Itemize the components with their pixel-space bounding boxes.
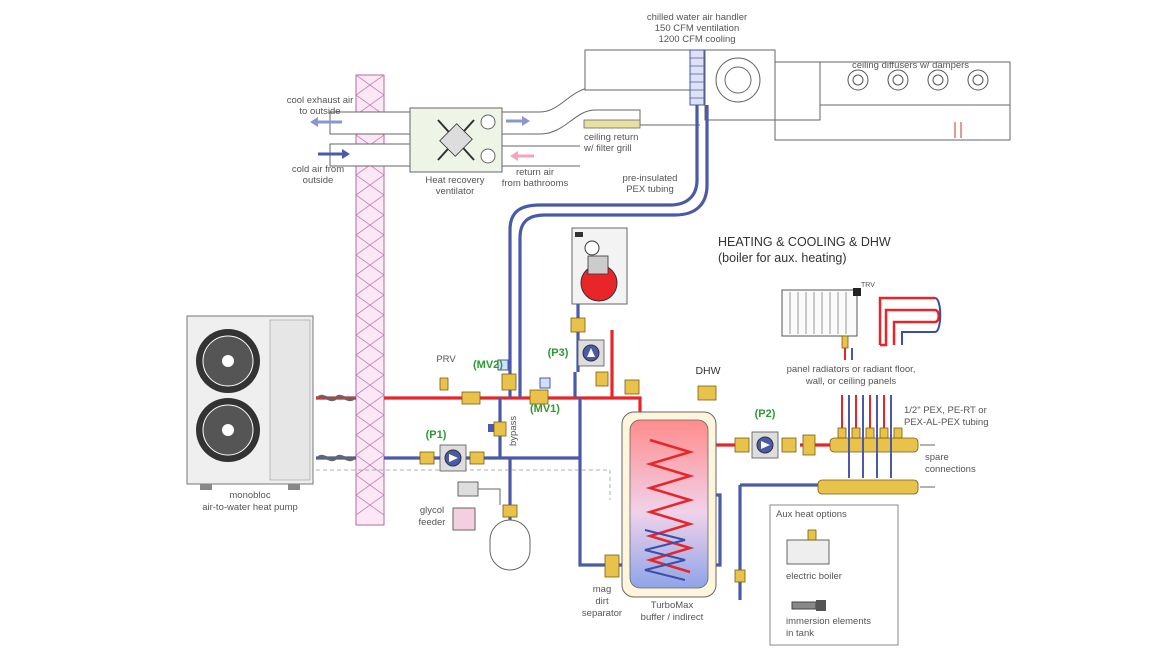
radiators-label-2: wall, or ceiling panels [805, 376, 897, 387]
supply-manifold [829, 395, 919, 478]
tank-label-1: TurboMax [651, 600, 694, 611]
glycol-label-1: glycol [420, 505, 444, 516]
exterior-wall [355, 74, 385, 526]
pump-p2 [734, 431, 797, 459]
heat-pump-unit [186, 315, 314, 490]
separator-label-2: dirt [595, 596, 609, 607]
heat-pump-label-2: air-to-water heat pump [202, 502, 298, 513]
intake-label-2: outside [303, 175, 334, 186]
separator-label-1: mag [593, 584, 611, 595]
supply-piping [316, 330, 830, 447]
return-air-label-2: from bathrooms [502, 178, 569, 189]
aux-opt1-label: electric boiler [786, 571, 842, 582]
glycol-label-2: feeder [419, 517, 446, 528]
pex-label-2: PEX tubing [626, 184, 674, 195]
mv1-label: (MV1) [530, 403, 560, 415]
tubing-label-1: 1/2" PEX, PE-RT or [904, 405, 987, 416]
valves [439, 359, 816, 583]
trv-label: TRV [861, 282, 875, 289]
p2-label: (P2) [755, 408, 776, 420]
aux-opt2-label-1: immersion elements [786, 616, 871, 627]
p1-label: (P1) [426, 429, 447, 441]
prv-label: PRV [436, 354, 456, 365]
exhaust-label-2: to outside [299, 106, 340, 117]
air-flow-arrows [310, 116, 534, 161]
radiant-floor-loop [878, 296, 942, 347]
diffusers-label: ceiling diffusers w/ dampers [852, 60, 969, 71]
air-handler-label-2: 150 CFM ventilation [655, 23, 739, 34]
heat-pump-label-1: monobloc [229, 490, 270, 501]
p3-label: (P3) [548, 347, 569, 359]
pump-p1 [419, 444, 485, 472]
tubing-label-2: PEX-AL-PEX tubing [904, 417, 989, 428]
glycol-feeder [452, 481, 501, 531]
ceiling-return-label-2: w/ filter grill [583, 143, 632, 154]
return-piping [316, 105, 830, 600]
exhaust-label-1: cool exhaust air [287, 95, 354, 106]
labels: HEATING & COOLING & DHW (boiler for aux.… [202, 12, 988, 639]
aux-heat-box [769, 504, 899, 646]
boiler [571, 227, 628, 372]
bypass-label: bypass [508, 416, 519, 446]
dhw-label: DHW [695, 365, 720, 377]
title-line-1: HEATING & COOLING & DHW [718, 235, 891, 249]
spare-label-1: spare [925, 452, 949, 463]
pex-label-1: pre-insulated [623, 173, 678, 184]
expansion-tank [489, 504, 531, 571]
ceiling-return-label-1: ceiling return [584, 132, 638, 143]
return-manifold [817, 444, 935, 495]
radiators-label-1: panel radiators or radiant floor, [787, 364, 916, 375]
title-line-2: (boiler for aux. heating) [718, 251, 847, 265]
separator-label-3: separator [582, 608, 622, 619]
turbomax-tank [621, 411, 717, 598]
cooling-coil [689, 49, 705, 106]
panel-radiator [781, 288, 861, 360]
hrv-label-1: Heat recovery [425, 175, 484, 186]
mv2-label: (MV2) [473, 359, 503, 371]
intake-label-1: cold air from [292, 164, 344, 175]
air-handler-label-1: chilled water air handler [647, 12, 747, 23]
return-air-label-1: return air [516, 167, 554, 178]
aux-opt2-label-2: in tank [786, 628, 814, 639]
ceiling-diffusers [847, 69, 989, 138]
ductwork [329, 49, 1011, 173]
hrv-label-2: ventilator [436, 186, 475, 197]
spare-label-2: connections [925, 464, 976, 475]
pump-p3 [570, 317, 605, 367]
aux-heading: Aux heat options [776, 509, 847, 520]
tank-label-2: buffer / indirect [641, 612, 704, 623]
air-handler-label-3: 1200 CFM cooling [658, 34, 735, 45]
